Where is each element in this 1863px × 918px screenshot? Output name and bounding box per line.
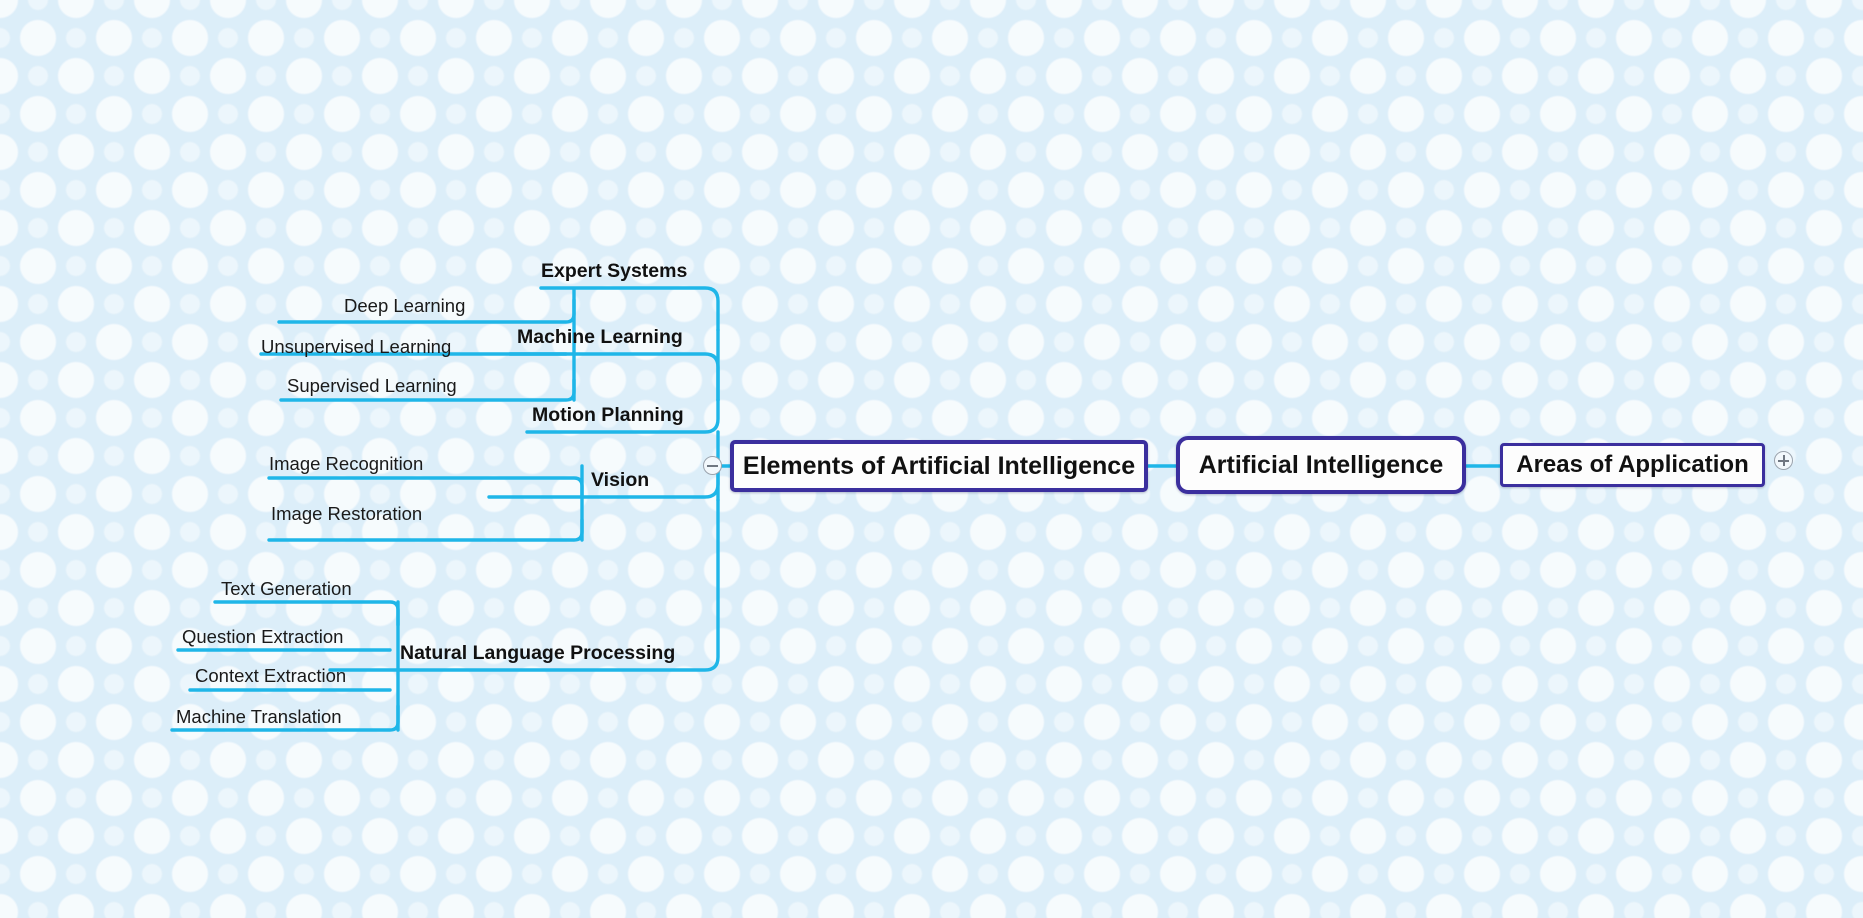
leaf-label: Context Extraction (195, 665, 347, 686)
topic-vision[interactable]: Vision (591, 469, 650, 491)
leaf-image-recognition[interactable]: Image Recognition (269, 453, 424, 474)
minus-circle-icon[interactable] (703, 456, 722, 475)
node-label: Areas of Application (1516, 451, 1749, 478)
topic-label: Vision (591, 469, 650, 491)
leaf-label: Image Recognition (269, 453, 424, 474)
node-areas-of-application[interactable]: Areas of Application (1500, 443, 1765, 487)
leaf-label: Image Restoration (271, 503, 423, 524)
topic-label: Expert Systems (541, 260, 688, 282)
leaf-deep-learning[interactable]: Deep Learning (344, 295, 466, 316)
leaf-label: Text Generation (221, 578, 352, 599)
topic-natural-language-processing[interactable]: Natural Language Processing (400, 642, 676, 664)
node-elements-of-artificial-intelligence[interactable]: Elements of Artificial Intelligence (730, 440, 1148, 492)
leaf-unsupervised-learning[interactable]: Unsupervised Learning (261, 336, 452, 357)
leaf-image-restoration[interactable]: Image Restoration (271, 503, 423, 524)
leaf-label: Machine Translation (176, 706, 342, 727)
leaf-label: Supervised Learning (287, 375, 457, 396)
leaf-label: Deep Learning (344, 295, 466, 316)
topic-label: Natural Language Processing (400, 642, 676, 664)
node-artificial-intelligence-root[interactable]: Artificial Intelligence (1176, 436, 1466, 494)
topic-machine-learning[interactable]: Machine Learning (517, 326, 683, 348)
leaf-context-extraction[interactable]: Context Extraction (195, 665, 347, 686)
leaf-supervised-learning[interactable]: Supervised Learning (287, 375, 457, 396)
leaf-label: Unsupervised Learning (261, 336, 452, 357)
leaf-text-generation[interactable]: Text Generation (221, 578, 352, 599)
plus-circle-icon[interactable] (1774, 451, 1793, 470)
node-label: Elements of Artificial Intelligence (742, 451, 1136, 480)
node-label: Artificial Intelligence (1198, 450, 1444, 479)
topic-label: Motion Planning (532, 404, 684, 426)
leaf-label: Question Extraction (182, 626, 344, 647)
leaf-machine-translation[interactable]: Machine Translation (176, 706, 342, 727)
topic-motion-planning[interactable]: Motion Planning (532, 404, 684, 426)
leaf-question-extraction[interactable]: Question Extraction (182, 626, 344, 647)
topic-expert-systems[interactable]: Expert Systems (541, 260, 688, 282)
topic-label: Machine Learning (517, 326, 683, 348)
